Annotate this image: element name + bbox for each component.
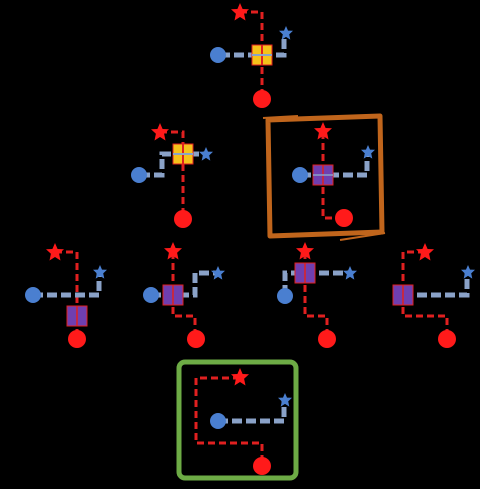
grid-cell-icon <box>162 284 184 306</box>
blue-path <box>220 36 287 58</box>
red-path <box>194 376 264 466</box>
circle-icon <box>187 330 205 348</box>
grid-cell-icon <box>392 284 414 306</box>
red-path <box>55 250 79 339</box>
blue-path <box>403 273 470 298</box>
circle-icon <box>253 457 271 475</box>
circle-icon <box>335 209 353 227</box>
node-level2-b <box>143 242 225 348</box>
circle-icon <box>438 330 456 348</box>
node-level1-left <box>131 123 213 228</box>
circle-icon <box>143 287 159 303</box>
circle-icon <box>253 90 271 108</box>
orange-frame-edge <box>262 115 299 119</box>
red-path <box>401 250 449 338</box>
orange-frame-edge <box>339 232 386 241</box>
node-level2-c <box>277 242 357 348</box>
blue-path <box>33 273 102 298</box>
grid-cell-icon <box>312 164 334 186</box>
circle-icon <box>68 330 86 348</box>
node-level2-d <box>392 243 475 348</box>
grid-cell-icon <box>294 262 316 284</box>
blue-path <box>301 154 370 178</box>
red-path <box>160 130 185 218</box>
circle-icon <box>210 47 226 63</box>
circle-icon <box>210 413 226 429</box>
grid-cell-icon <box>172 143 194 165</box>
grid-cell-icon <box>66 305 88 327</box>
result-node <box>176 359 299 481</box>
circle-icon <box>277 288 293 304</box>
orange-frame <box>265 113 385 239</box>
circle-icon <box>318 330 336 348</box>
grid-cell-icon <box>251 44 273 66</box>
circle-icon <box>131 167 147 183</box>
node-level2-a <box>25 243 107 348</box>
circle-icon <box>174 210 192 228</box>
selected-node <box>262 113 386 241</box>
green-frame <box>176 359 299 481</box>
circle-icon <box>25 287 41 303</box>
circle-icon <box>292 167 308 183</box>
blue-path <box>218 400 287 424</box>
red-path <box>240 10 264 99</box>
node-root <box>210 3 293 108</box>
